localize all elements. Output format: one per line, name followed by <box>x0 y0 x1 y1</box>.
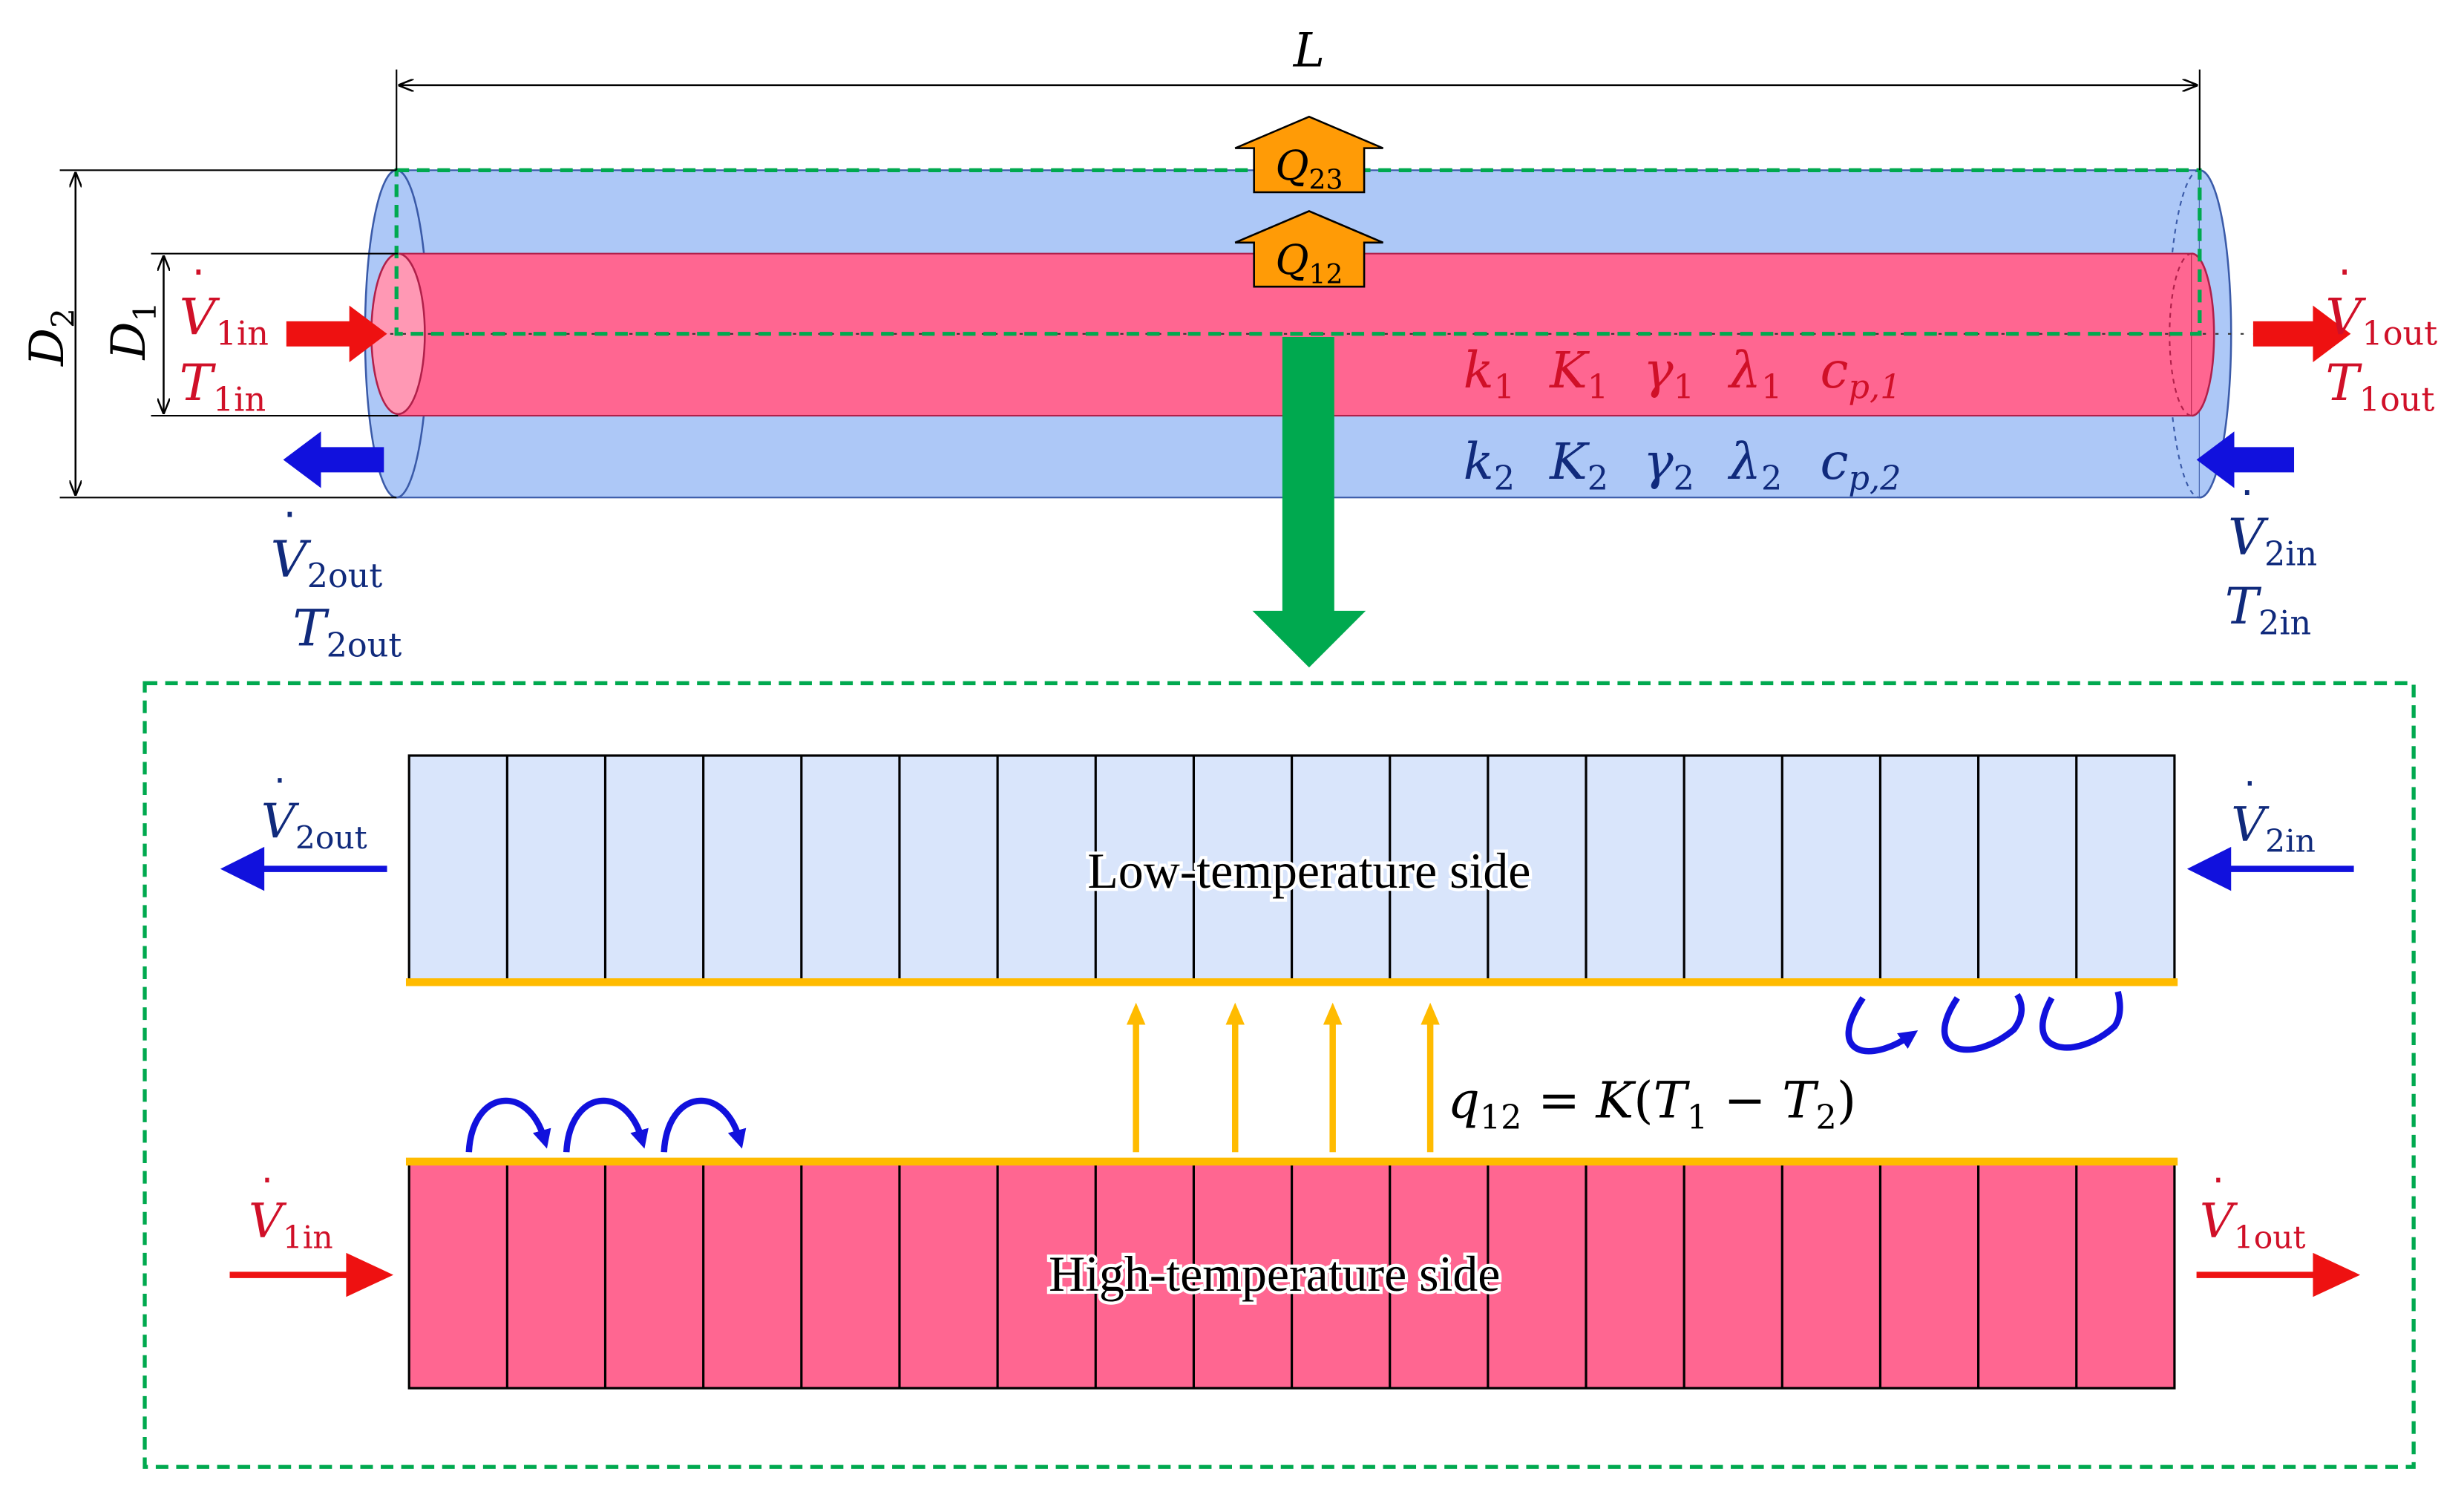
svg-text:V2out: V2out <box>271 529 383 595</box>
high-outlet-label: V1out · <box>2200 1158 2306 1255</box>
length-label: L <box>1293 22 1325 77</box>
svg-text:·: · <box>2338 249 2351 296</box>
inlet2-arrow <box>2196 431 2295 488</box>
high-inlet-label: V1in · <box>249 1158 333 1255</box>
outer-diameter-label: D2 <box>19 308 82 367</box>
svg-text:Q23: Q23 <box>1275 142 1343 196</box>
zoom-arrow <box>1252 337 1366 668</box>
svg-text:·: · <box>2244 762 2255 805</box>
svg-text:V2in: V2in <box>2228 508 2317 574</box>
outer-fluid-properties: k2 K2 γ2 λ2 cp,2 <box>1464 432 1901 502</box>
svg-text:·: · <box>2241 469 2254 517</box>
inner-diameter-dimension: D1 <box>101 252 399 417</box>
length-dimension: L <box>396 22 2201 171</box>
detail-frame <box>142 681 2416 1469</box>
svg-text:V2in: V2in <box>2231 796 2316 859</box>
svg-text:·: · <box>192 249 206 296</box>
svg-text:T1in: T1in <box>180 353 266 419</box>
svg-text:V2out: V2out <box>261 793 367 856</box>
high-temperature-cell-dividers <box>505 1161 2078 1389</box>
inner-tube-right-end-hidden <box>2169 252 2192 417</box>
low-outlet-label: V2out · <box>261 759 367 856</box>
svg-text:·: · <box>284 491 297 539</box>
outer-diameter-dimension: D2 <box>19 169 397 499</box>
high-side-label: High-temperature side <box>1049 1246 1500 1302</box>
heat-flow-q23: Q23 <box>1234 115 1384 196</box>
outlet1-labels: V1out · T1out <box>2325 249 2437 419</box>
svg-text:Q12: Q12 <box>1275 236 1343 290</box>
low-side-label: Low-temperature side <box>1087 843 1530 899</box>
heat-flow-q12: Q12 <box>1234 210 1384 290</box>
inlet1-labels: V1in · T1in <box>180 249 269 419</box>
svg-text:V1out: V1out <box>2325 287 2437 353</box>
heat-transfer-arrows <box>1126 1002 1440 1153</box>
low-inlet-arrow <box>2186 846 2354 891</box>
low-outlet-arrow <box>220 846 387 891</box>
outlet2-arrow <box>283 431 384 488</box>
inlet2-labels: V2in · T2in <box>2225 469 2317 643</box>
svg-text:V1in: V1in <box>180 287 269 353</box>
outlet2-labels: V2out · T2out <box>271 491 402 665</box>
low-temperature-cell-dividers <box>505 755 2078 983</box>
svg-text:V1out: V1out <box>2200 1194 2306 1256</box>
heat-flux-equation: q12 = K(T1 − T2) <box>1447 1071 1856 1137</box>
svg-text:·: · <box>261 1158 273 1202</box>
inner-fluid-properties: k1 K1 γ1 λ1 cp,1 <box>1464 341 1901 410</box>
svg-text:T2out: T2out <box>292 599 402 665</box>
pipe-assembly <box>364 168 2329 499</box>
high-inlet-arrow <box>229 1252 394 1297</box>
svg-text:·: · <box>2212 1158 2224 1202</box>
svg-text:T2in: T2in <box>2225 577 2311 643</box>
convection-curls-high <box>465 1097 747 1153</box>
inner-diameter-label: D1 <box>101 302 163 361</box>
convection-curls-low <box>1845 990 2123 1055</box>
svg-text:·: · <box>274 759 286 802</box>
high-outlet-arrow <box>2196 1252 2361 1297</box>
svg-text:T1out: T1out <box>2325 353 2434 419</box>
svg-text:V1in: V1in <box>249 1194 333 1256</box>
low-inlet-label: V2in · <box>2231 762 2316 859</box>
inlet1-arrow <box>286 305 387 362</box>
outlet1-arrow <box>2252 305 2351 362</box>
